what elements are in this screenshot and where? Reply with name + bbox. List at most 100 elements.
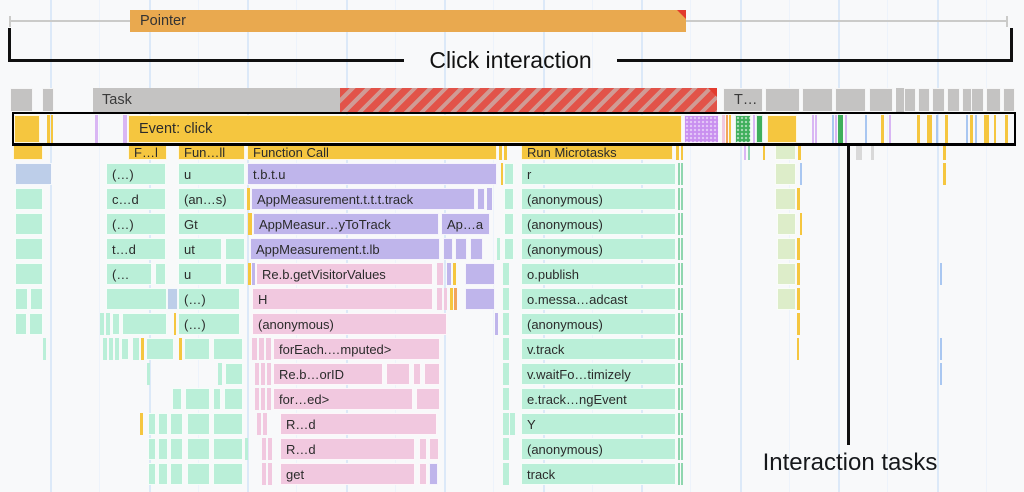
flame-bar-sliver[interactable]: [797, 188, 800, 210]
flame-bar-sliver[interactable]: [678, 463, 680, 485]
flame-bar-sliver[interactable]: [681, 438, 683, 460]
flame-bar[interactable]: c…d: [106, 188, 166, 210]
flame-bar-sliver[interactable]: [15, 163, 52, 185]
flame-bar-sliver[interactable]: [681, 163, 683, 185]
flame-bar-sliver[interactable]: [503, 438, 509, 460]
flame-bar-sliver[interactable]: [800, 163, 802, 185]
flame-bar-sliver[interactable]: [267, 363, 271, 385]
flame-bar-sliver[interactable]: [424, 363, 440, 385]
flame-bar-sliver[interactable]: [133, 338, 139, 360]
flame-bar-sliver[interactable]: [681, 388, 683, 410]
flame-bar-sliver[interactable]: [748, 144, 750, 160]
flame-bar[interactable]: R…d: [280, 413, 437, 435]
flame-bar-sliver[interactable]: [798, 144, 801, 160]
flame-bar[interactable]: Fun…ll: [178, 144, 245, 160]
event-tick-sliver[interactable]: [123, 115, 127, 143]
flame-bar-sliver[interactable]: [495, 313, 498, 335]
flame-bar-sliver[interactable]: [100, 313, 104, 335]
flame-bar-sliver[interactable]: [465, 263, 495, 285]
task-segment-sliver[interactable]: [904, 88, 916, 112]
flame-bar-sliver[interactable]: [763, 144, 765, 160]
flame-bar-sliver[interactable]: [106, 313, 110, 335]
event-tick-sliver[interactable]: [970, 115, 973, 143]
flame-bar-sliver[interactable]: [172, 388, 182, 410]
flame-bar-sliver[interactable]: [185, 388, 210, 410]
flame-bar-sliver[interactable]: [777, 238, 796, 260]
flame-bar-sliver[interactable]: [465, 288, 495, 310]
flame-bar-sliver[interactable]: [455, 238, 467, 260]
flame-bar-sliver[interactable]: [681, 213, 683, 235]
event-tick-sliver[interactable]: [95, 115, 98, 143]
flame-bar-sliver[interactable]: [681, 363, 683, 385]
flame-bar-sliver[interactable]: [477, 188, 485, 210]
flame-bar-sliver[interactable]: [187, 463, 210, 485]
flame-bar-sliver[interactable]: [470, 238, 483, 260]
event-tick-sliver[interactable]: [994, 115, 996, 143]
flame-bar-sliver[interactable]: [15, 213, 43, 235]
flame-bar-sliver[interactable]: [450, 288, 453, 310]
flame-bar-sliver[interactable]: [797, 338, 799, 360]
flame-bar-sliver[interactable]: [429, 463, 438, 485]
event-tick-sliver[interactable]: [756, 115, 763, 143]
event-tick-sliver[interactable]: [975, 115, 977, 143]
event-tick-sliver[interactable]: [832, 115, 834, 143]
flame-bar-sliver[interactable]: [681, 463, 683, 485]
flame-bar-sliver[interactable]: [261, 388, 265, 410]
flame-bar-sliver[interactable]: [148, 463, 156, 485]
task-segment-sliver[interactable]: [765, 88, 800, 112]
flame-bar-sliver[interactable]: [419, 463, 427, 485]
flame-bar[interactable]: e.track…ngEvent: [521, 388, 676, 410]
flame-bar-sliver[interactable]: [503, 338, 509, 360]
task-segment-sliver[interactable]: [835, 88, 866, 112]
flame-bar-sliver[interactable]: [30, 288, 43, 310]
event-tick-sliver[interactable]: [927, 115, 932, 143]
flame-bar-sliver[interactable]: [943, 163, 946, 185]
flame-bar-sliver[interactable]: [678, 188, 680, 210]
flame-bar-sliver[interactable]: [248, 263, 251, 285]
flame-bar[interactable]: track: [521, 463, 676, 485]
flame-bar-sliver[interactable]: [503, 388, 509, 410]
event-tick-sliver[interactable]: [835, 115, 837, 143]
flame-bar-sliver[interactable]: [678, 363, 680, 385]
event-tick-sliver[interactable]: [753, 115, 755, 143]
flame-bar-sliver[interactable]: [122, 313, 167, 335]
flame-bar-sliver[interactable]: [225, 238, 245, 260]
event-tick-sliver[interactable]: [881, 115, 884, 143]
flame-bar-sliver[interactable]: [856, 144, 862, 160]
flame-bar[interactable]: (anonymous): [521, 213, 676, 235]
event-tick-sliver[interactable]: [815, 115, 817, 143]
flame-bar-sliver[interactable]: [681, 413, 683, 435]
flame-bar-sliver[interactable]: [453, 263, 456, 285]
flame-bar-sliver[interactable]: [681, 144, 683, 160]
flame-bar-sliver[interactable]: [775, 188, 796, 210]
flame-bar-sliver[interactable]: [775, 144, 796, 160]
flame-bar-sliver[interactable]: [676, 144, 679, 160]
flame-bar-sliver[interactable]: [744, 144, 746, 160]
flame-bar[interactable]: (anonymous): [521, 438, 676, 460]
flame-bar[interactable]: u: [178, 163, 245, 185]
flame-bar[interactable]: forEach.…mputed>: [273, 338, 440, 360]
task-segment-sliver[interactable]: [10, 88, 33, 112]
flame-bar-sliver[interactable]: [429, 438, 439, 460]
flame-bar-sliver[interactable]: [268, 463, 272, 485]
flame-bar[interactable]: o.messa…adcast: [521, 288, 676, 310]
flame-bar-sliver[interactable]: [487, 188, 492, 210]
task-segment-sliver[interactable]: [947, 88, 960, 112]
flame-bar-sliver[interactable]: [213, 388, 221, 410]
flame-bar-sliver[interactable]: [43, 338, 46, 360]
task-long-task-hatch[interactable]: [340, 88, 717, 112]
flame-bar-sliver[interactable]: [777, 213, 796, 235]
task-segment-sliver[interactable]: [869, 88, 893, 112]
flame-bar[interactable]: (…): [178, 288, 240, 310]
flame-bar-sliver[interactable]: [413, 363, 421, 385]
flame-bar-sliver[interactable]: [678, 288, 680, 310]
flame-bar-sliver[interactable]: [140, 413, 143, 435]
flame-bar[interactable]: (anonymous): [252, 313, 447, 335]
flame-bar[interactable]: AppMeasurement.t.t.t.track: [251, 188, 475, 210]
flame-bar-sliver[interactable]: [678, 238, 680, 260]
flame-bar-sliver[interactable]: [146, 338, 174, 360]
flame-bar-sliver[interactable]: [678, 438, 680, 460]
flame-bar[interactable]: H: [252, 288, 433, 310]
flame-bar-sliver[interactable]: [218, 363, 222, 385]
flame-bar-sliver[interactable]: [158, 413, 168, 435]
